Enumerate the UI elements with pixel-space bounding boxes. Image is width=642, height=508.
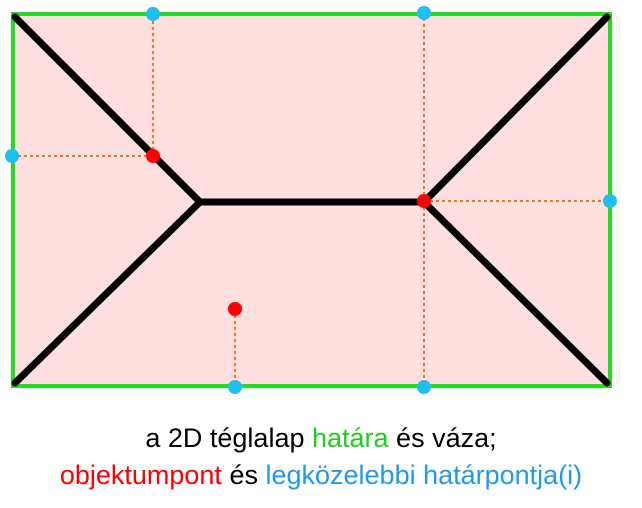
skeleton-bottom-left-branch: [11, 198, 204, 387]
skeleton-bottom-right-branch: [420, 198, 611, 387]
object-points: [146, 149, 431, 316]
nearest-point-connectors: [13, 14, 610, 386]
caption-boundary-points-phrase: legközelebbi határpontja(i): [265, 460, 583, 490]
skeleton-top-right-branch: [420, 13, 611, 206]
caption-object-point-word: objektumpont: [59, 460, 222, 490]
boundary-point-right: [603, 194, 617, 208]
caption-boundary-word: határa: [311, 423, 389, 453]
rectangle-skeleton-diagram: [5, 6, 617, 394]
skeleton: [11, 13, 611, 387]
boundary-point-bottom-right: [417, 380, 431, 394]
boundary-point-bottom-left: [228, 380, 242, 394]
caption-prefix: a 2D téglalap: [145, 423, 312, 453]
boundary-point-top-right: [417, 6, 431, 20]
caption-conjunction-1: és: [388, 423, 433, 453]
object-point-right-junction: [417, 194, 431, 208]
caption-line-1: a 2D téglalap határa és váza;: [0, 421, 642, 455]
object-point-upper-left: [146, 149, 160, 163]
caption-semicolon: ;: [489, 423, 497, 453]
caption-skeleton-word: váza: [432, 423, 490, 453]
object-point-lower: [228, 302, 242, 316]
skeleton-top-left-branch: [11, 13, 204, 206]
nearest-boundary-points: [5, 6, 617, 394]
caption-line-2: objektumpont és legközelebbi határpontja…: [0, 458, 642, 492]
boundary-point-top-left: [146, 7, 160, 21]
caption-conjunction-2: és: [221, 460, 266, 490]
boundary-point-left: [5, 149, 19, 163]
